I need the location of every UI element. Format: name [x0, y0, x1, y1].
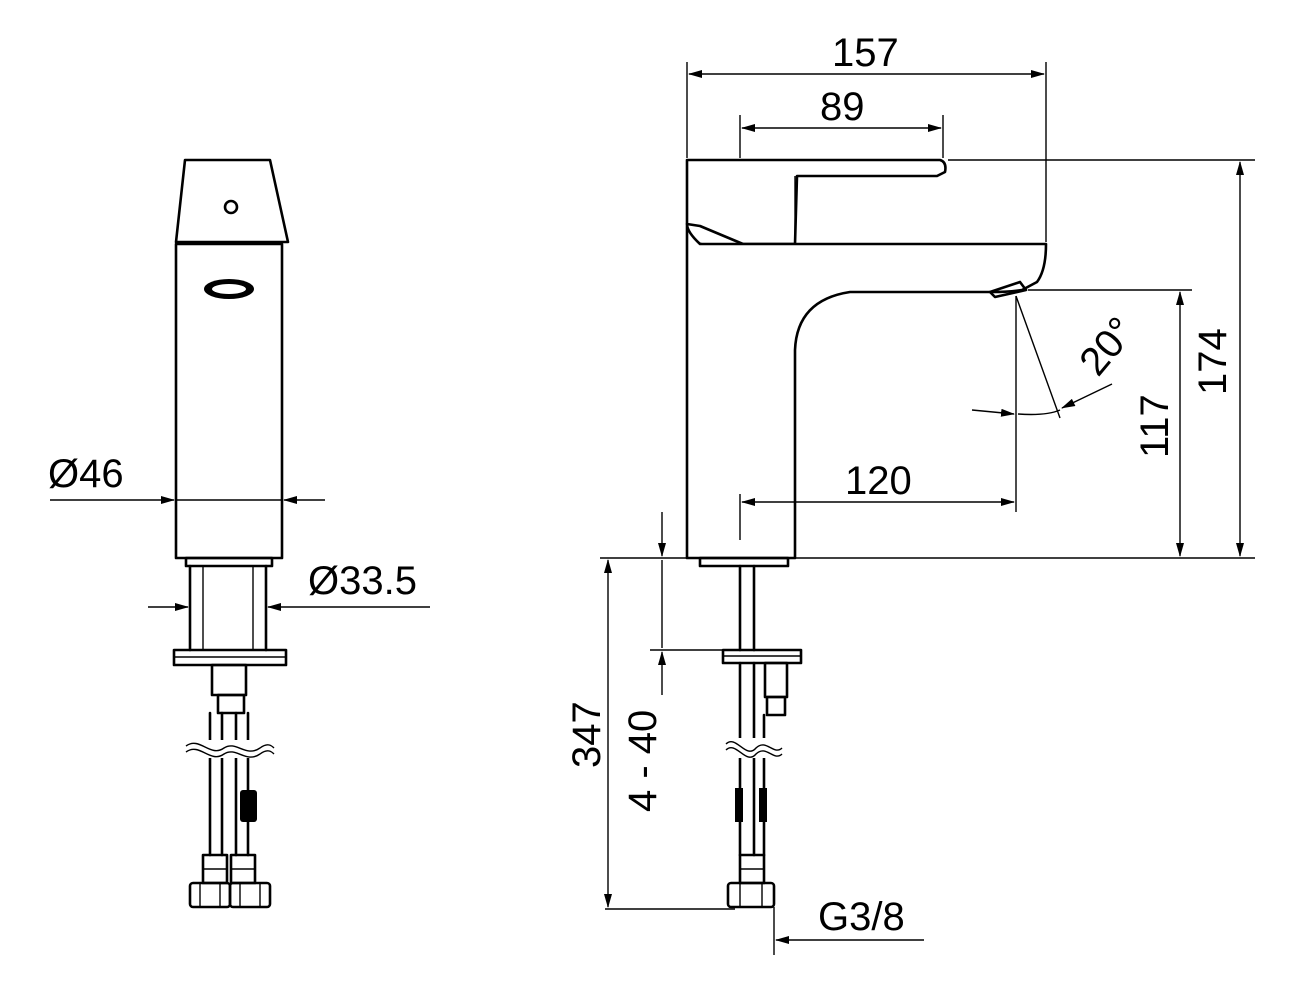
dim-counter-4-40: 4 - 40 — [621, 710, 665, 812]
front-lever-cap — [174, 158, 290, 244]
dim-height-117: 117 — [1133, 394, 1177, 458]
dim-angle-20: 20° — [1071, 309, 1144, 384]
dim-diameter-46: Ø46 — [48, 452, 124, 496]
front-lever-dot — [223, 199, 239, 215]
dim-reach-120: 120 — [845, 459, 912, 503]
dim-thread-g3-8: G3/8 — [818, 895, 905, 939]
side-lever — [685, 158, 947, 246]
front-view: Ø46 Ø33.5 — [48, 158, 430, 909]
dim-width-157: 157 — [832, 31, 899, 75]
dim-width-89: 89 — [820, 85, 865, 129]
side-body — [685, 222, 1048, 560]
dim-diameter-33-5: Ø33.5 — [308, 559, 417, 603]
dim-length-347: 347 — [565, 701, 609, 768]
dim-height-174: 174 — [1191, 328, 1235, 395]
side-view: 157 89 174 117 120 20° 347 — [565, 31, 1255, 955]
